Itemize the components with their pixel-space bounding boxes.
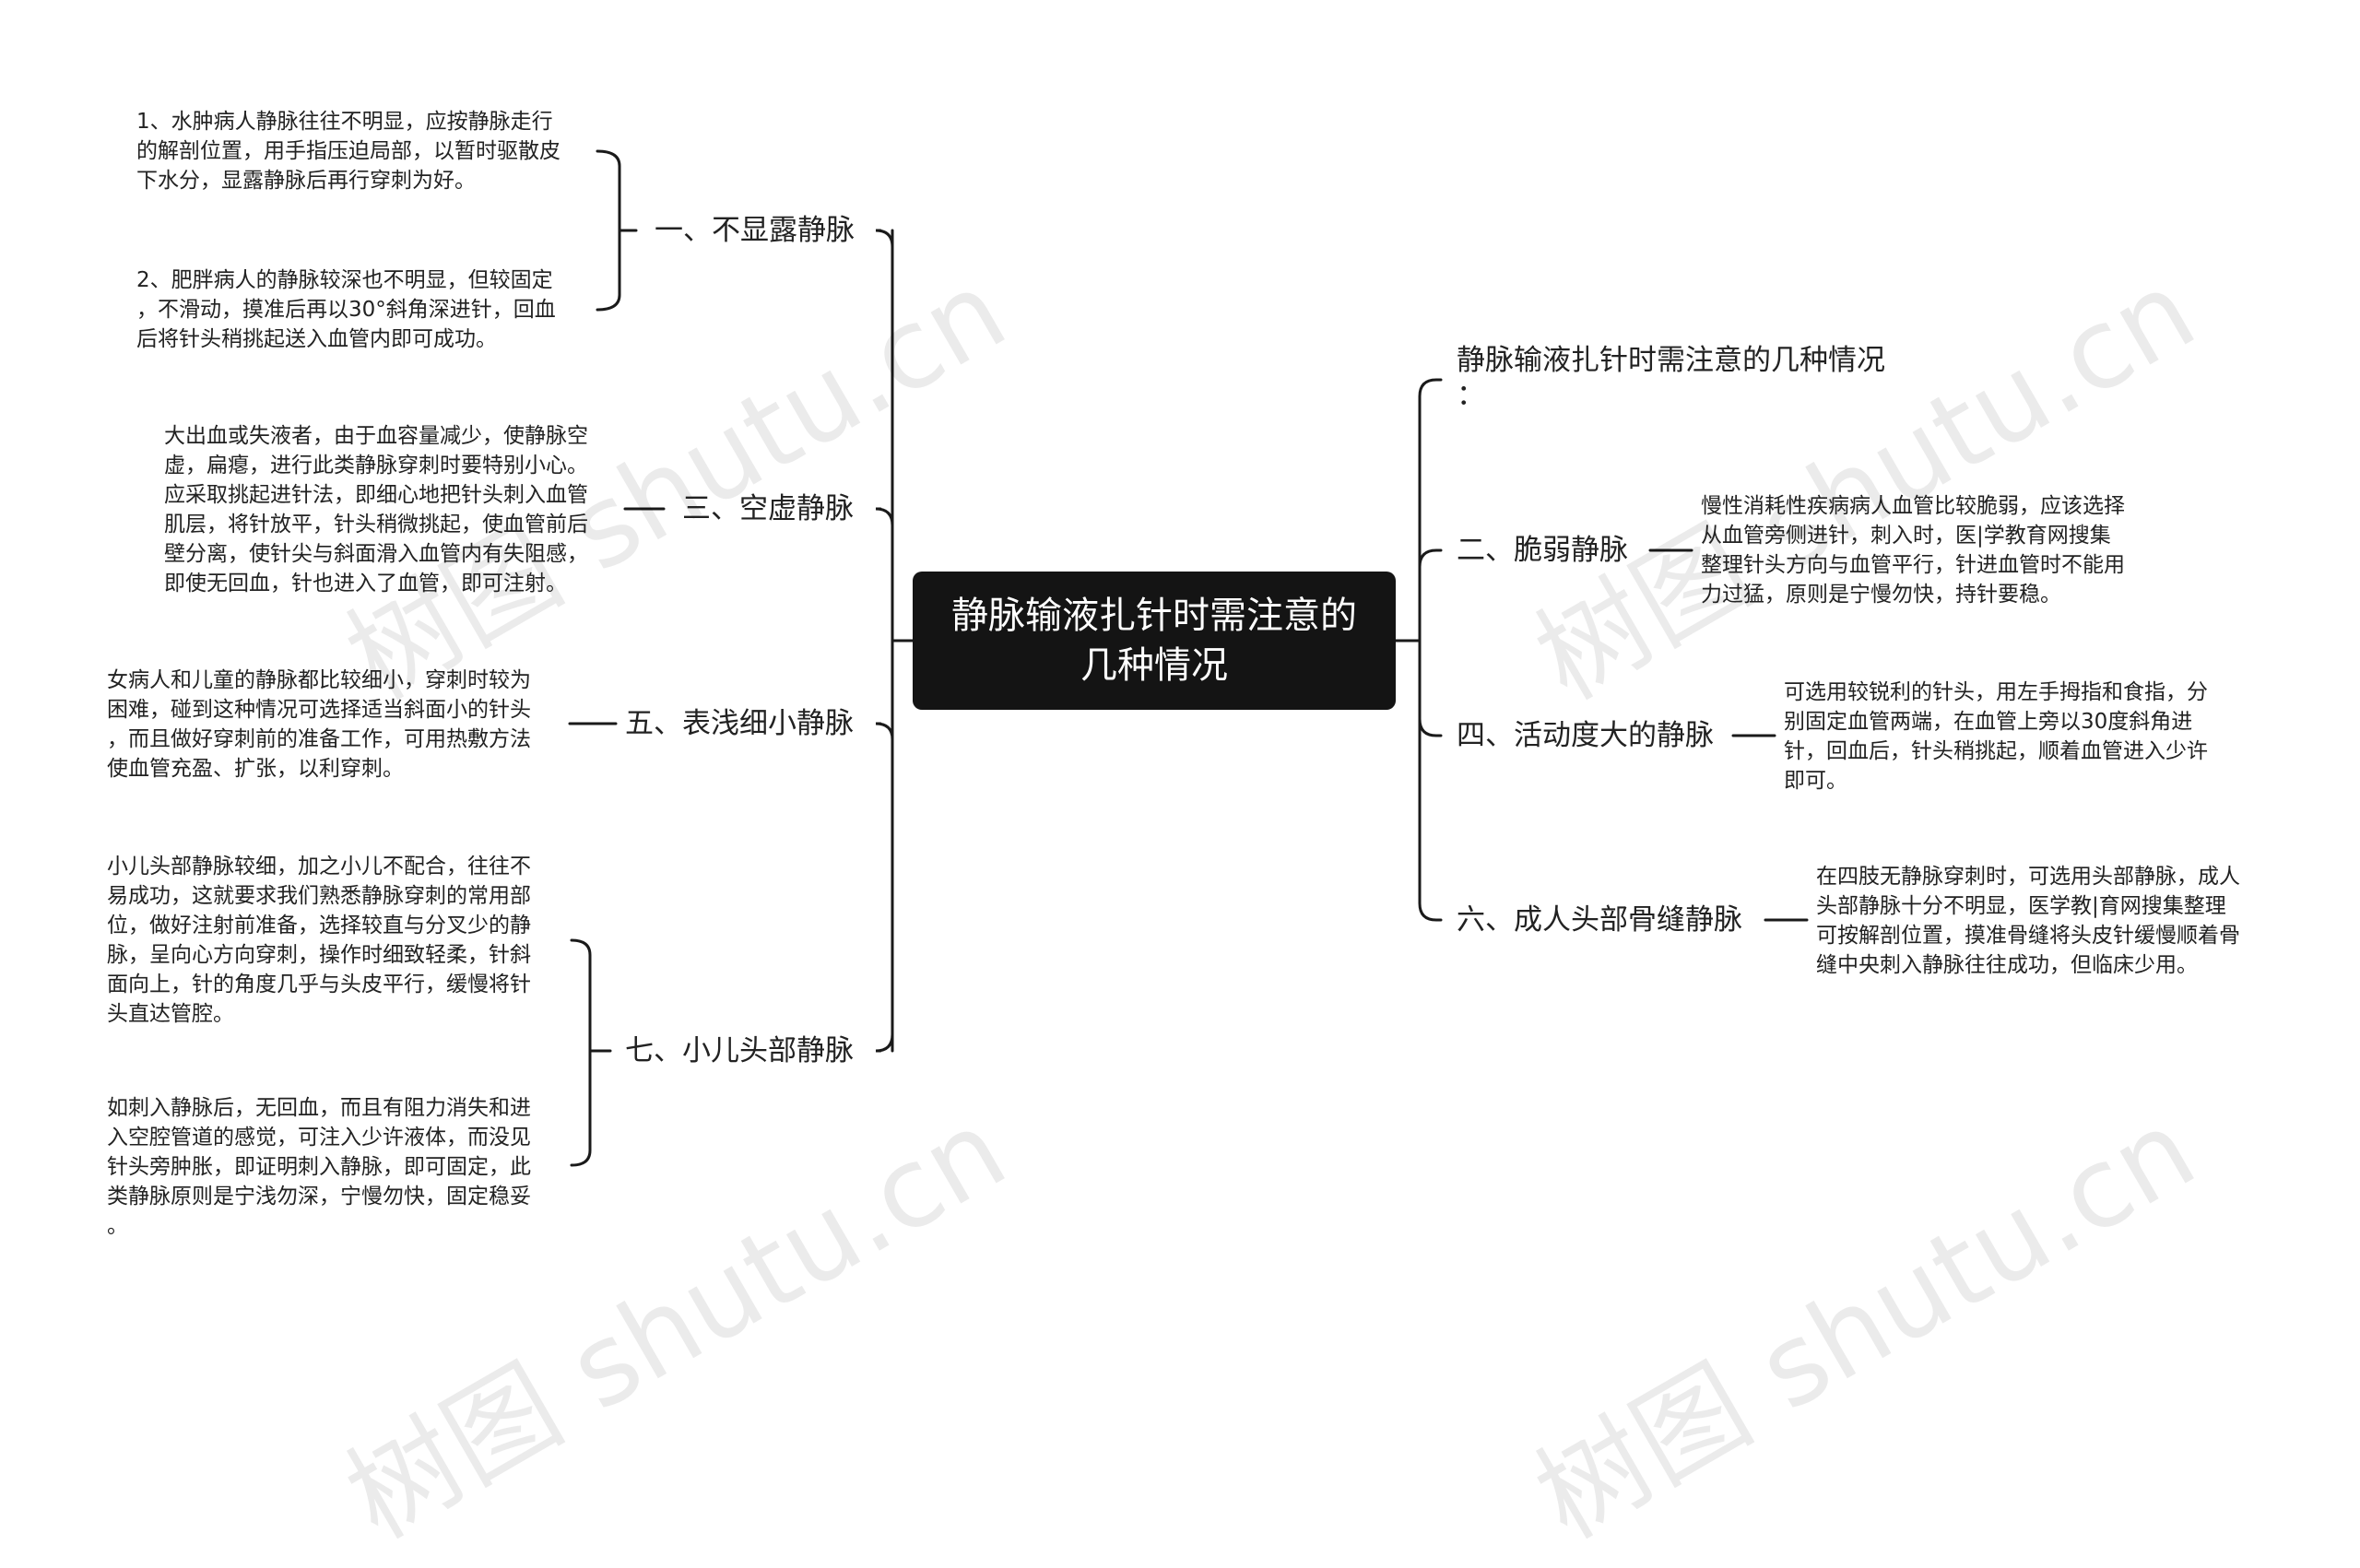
leaf-right-4-1: 在四肢无静脉穿刺时，可选用头部静脉，成人 头部静脉十分不明显，医学教|育网搜集整…: [1816, 865, 2240, 977]
link-right-b1: [1418, 378, 1443, 643]
link-left-b3: [875, 639, 894, 740]
root-title-line1: 静脉输液扎针时需注意的: [951, 595, 1357, 637]
leaf-right-2-1: 慢性消耗性疾病病人血管比较脆弱，应该选择 从血管旁侧进针，刺入时，医|学教育网搜…: [1701, 494, 2125, 607]
branch-left-2[interactable]: 三、空虚静脉: [682, 492, 854, 525]
root-node[interactable]: 静脉输液扎针时需注意的 几种情况: [913, 572, 1396, 710]
link-right-b3: [1418, 639, 1443, 737]
leaf-left-2-1: 大出血或失液者，由于血容量减少，使静脉空 虚，扁瘪，进行此类静脉穿刺时要特别小心…: [164, 424, 588, 595]
leaf-left-3-1: 女病人和儿童的静脉都比较细小，穿刺时较为 困难，碰到这种情况可选择适当斜面小的针…: [107, 668, 531, 781]
branch-right-3[interactable]: 四、活动度大的静脉: [1457, 719, 1714, 752]
link-right-b4: [1418, 639, 1443, 922]
connector-lines: [568, 149, 1809, 1167]
branch-left-4[interactable]: 七、小儿头部静脉: [625, 1034, 854, 1067]
branch-right-4[interactable]: 六、成人头部骨缝静脉: [1457, 903, 1742, 937]
leaf-left-1-2: 2、肥胖病人的静脉较深也不明显，但较固定 ，不滑动，摸准后再以30°斜角深进针，…: [136, 268, 556, 351]
leaf-left-1-1: 1、水肿病人静脉往往不明显，应按静脉走行 的解剖位置，用手指压迫局部，以暂时驱散…: [136, 110, 560, 193]
branch-left-3[interactable]: 五、表浅细小静脉: [625, 707, 854, 740]
bracket-b4: [570, 938, 592, 1167]
root-title-line2: 几种情况: [1080, 644, 1228, 687]
branch-left-1[interactable]: 一、不显露静脉: [655, 214, 855, 247]
leaf-left-4-1: 小儿头部静脉较细，加之小儿不配合，往往不 易成功，这就要求我们熟悉静脉穿刺的常用…: [107, 855, 531, 1026]
leaf-left-4-2: 如刺入静脉后，无回血，而且有阻力消失和进 入空腔管道的感觉，可注入少许液体，而没…: [107, 1096, 531, 1238]
branch-right-2[interactable]: 二、脆弱静脉: [1457, 534, 1628, 567]
link-left-b2: [875, 507, 894, 643]
link-right-b2: [1418, 548, 1443, 643]
bracket-b1: [596, 149, 621, 312]
link-left-b4: [875, 639, 894, 1053]
link-left-b1: [875, 229, 894, 643]
leaf-right-3-1: 可选用较锐利的针头，用左手拇指和食指，分 别固定血管两端，在血管上旁以30度斜角…: [1784, 680, 2208, 793]
branch-right-1[interactable]: 静脉输液扎针时需注意的几种情况 ：: [1457, 344, 1885, 412]
